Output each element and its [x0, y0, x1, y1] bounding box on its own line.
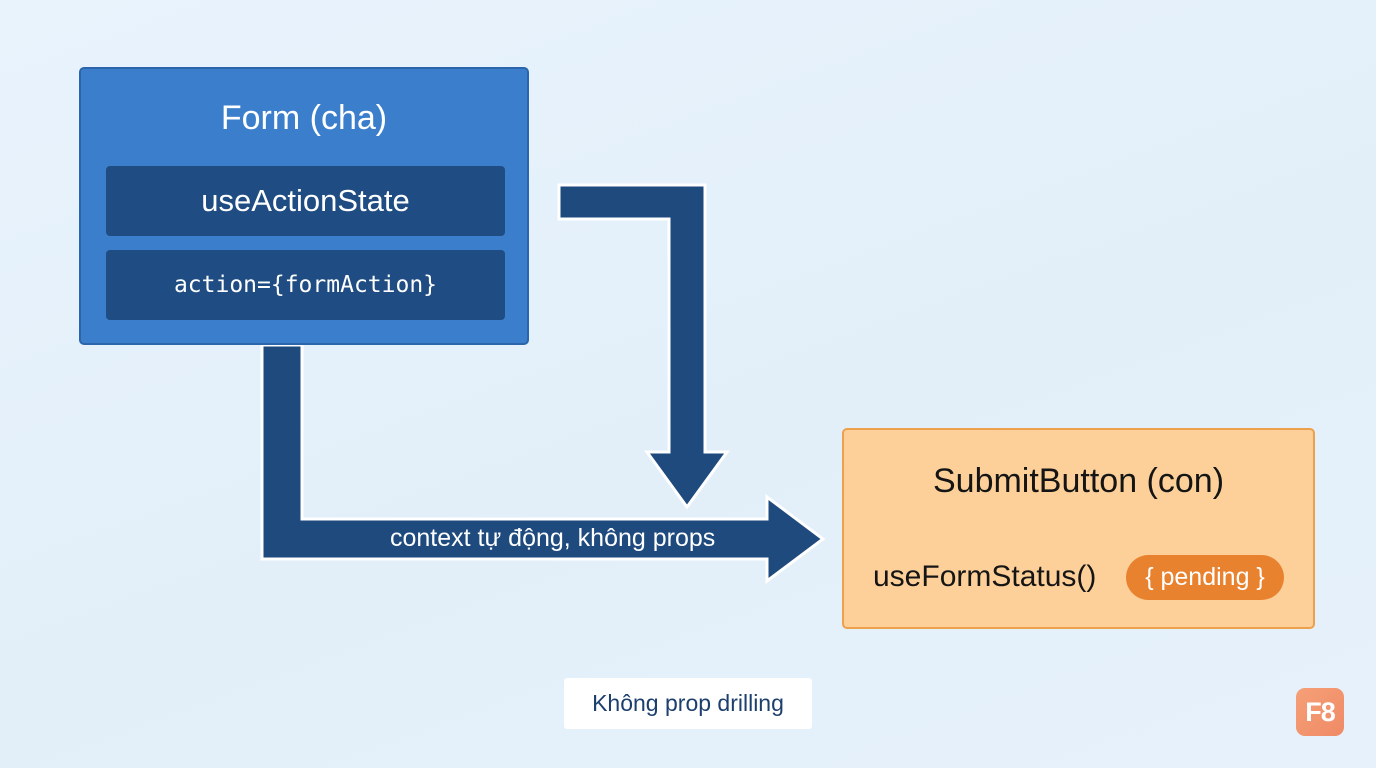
use-form-status-label: useFormStatus() — [873, 560, 1097, 593]
form-parent-title: Form (cha) — [220, 99, 388, 137]
context-arrow — [260, 343, 826, 584]
use-action-state-box: useActionState — [106, 166, 505, 236]
submit-button-title: SubmitButton (con) — [932, 462, 1225, 500]
context-flow-label: context tự động, không props — [390, 524, 716, 552]
submit-button-child-box: SubmitButton (con) useFormStatus() { pen… — [842, 428, 1315, 629]
f8-logo: F8 — [1296, 688, 1344, 736]
down-arrow — [557, 183, 730, 510]
caption-no-prop-drilling: Không prop drilling — [564, 678, 812, 729]
form-action-prop-box: action={formAction} — [106, 250, 505, 320]
form-parent-box: Form (cha) useActionState action={formAc… — [79, 67, 529, 345]
pending-badge: { pending } — [1126, 555, 1284, 600]
